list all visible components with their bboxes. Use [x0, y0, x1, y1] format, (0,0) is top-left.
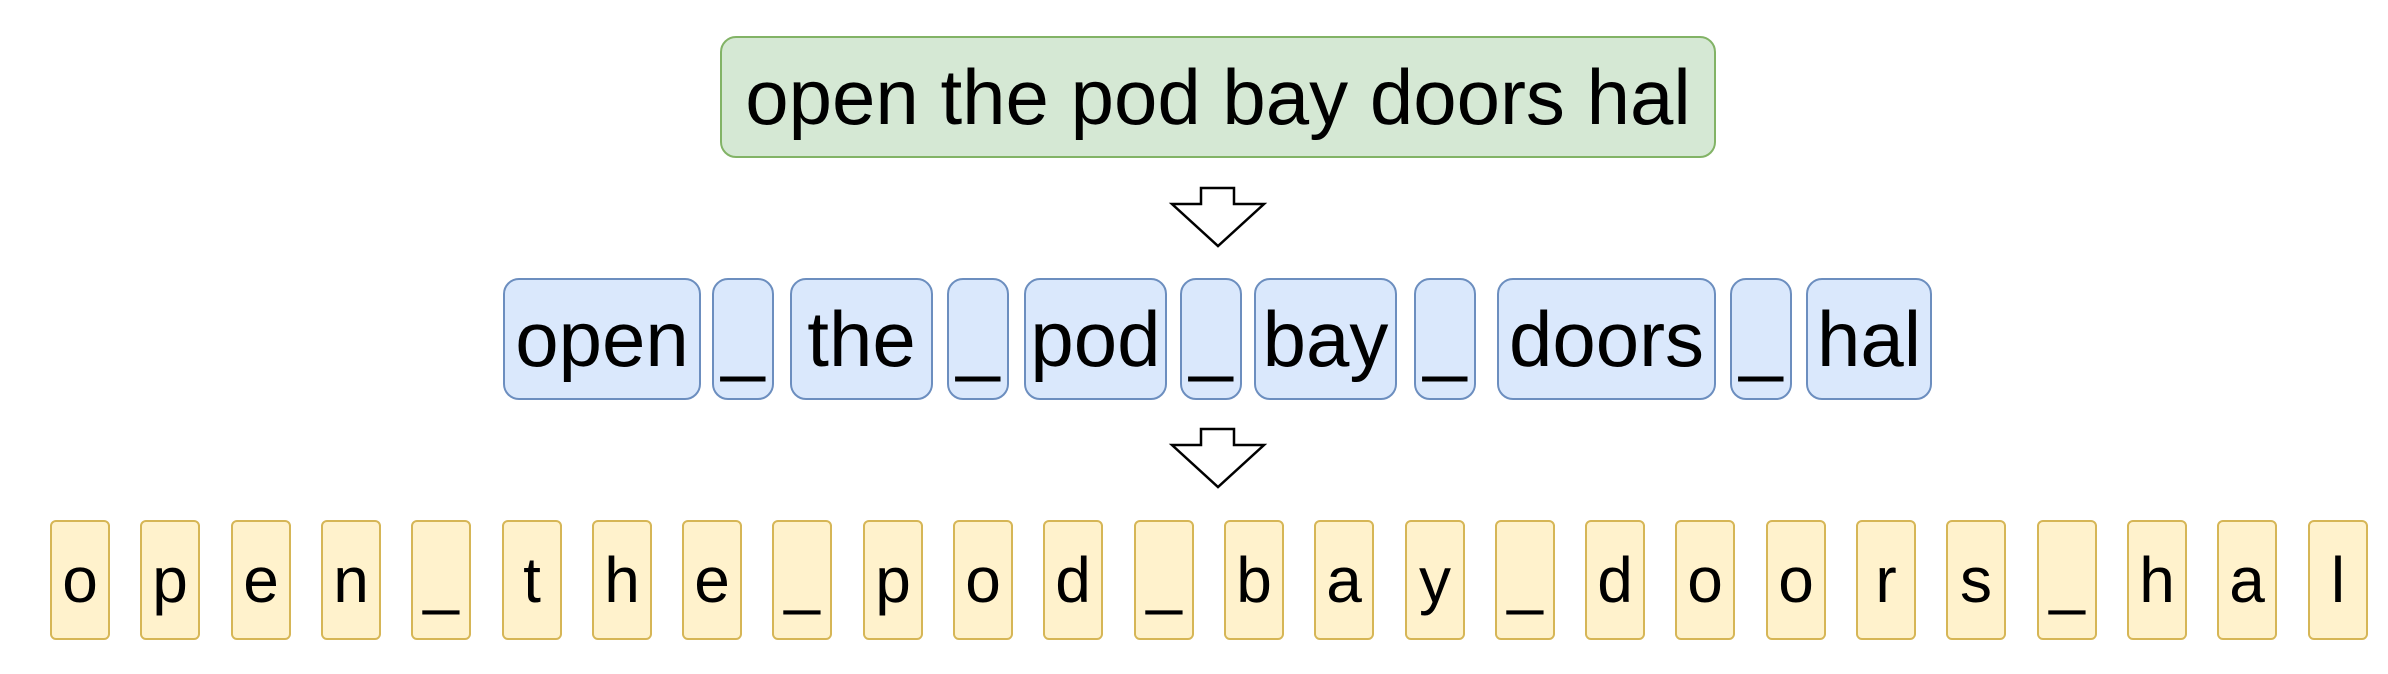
- word-token: _: [712, 278, 774, 400]
- char-token: _: [1495, 520, 1555, 640]
- down-arrow-icon: [1168, 427, 1268, 489]
- char-token-label: b: [1236, 544, 1272, 616]
- word-token: bay: [1254, 278, 1397, 400]
- char-token-label: n: [333, 544, 369, 616]
- char-token-label: _: [2049, 544, 2085, 616]
- char-token-label: t: [523, 544, 541, 616]
- word-token: _: [947, 278, 1009, 400]
- char-token: p: [863, 520, 923, 640]
- char-token-label: a: [2229, 544, 2265, 616]
- char-token: h: [592, 520, 652, 640]
- char-token-label: o: [1778, 544, 1814, 616]
- down-arrow-icon: [1168, 186, 1268, 248]
- char-token-label: o: [1687, 544, 1723, 616]
- char-token: s: [1946, 520, 2006, 640]
- char-token: r: [1856, 520, 1916, 640]
- char-token: t: [502, 520, 562, 640]
- sentence-text: open the pod bay doors hal: [745, 53, 1691, 141]
- char-token: n: [321, 520, 381, 640]
- char-token: _: [772, 520, 832, 640]
- char-token: a: [1314, 520, 1374, 640]
- word-token: doors: [1497, 278, 1716, 400]
- char-token-label: h: [604, 544, 640, 616]
- char-token: o: [1675, 520, 1735, 640]
- char-token-label: l: [2330, 544, 2346, 616]
- char-token-label: e: [694, 544, 730, 616]
- char-token: o: [953, 520, 1013, 640]
- sentence-box: open the pod bay doors hal: [720, 36, 1716, 158]
- char-token: a: [2217, 520, 2277, 640]
- word-token: _: [1730, 278, 1792, 400]
- char-token: l: [2308, 520, 2368, 640]
- word-token: pod: [1024, 278, 1167, 400]
- char-token-label: o: [62, 544, 98, 616]
- word-token: hal: [1806, 278, 1932, 400]
- char-token: b: [1224, 520, 1284, 640]
- word-token: the: [790, 278, 933, 400]
- char-token-label: y: [1419, 544, 1451, 616]
- char-token-label: _: [1507, 544, 1543, 616]
- char-token: _: [1134, 520, 1194, 640]
- char-token: e: [231, 520, 291, 640]
- char-token-label: d: [1055, 544, 1091, 616]
- char-token: y: [1405, 520, 1465, 640]
- char-token-label: e: [243, 544, 279, 616]
- char-token: _: [2037, 520, 2097, 640]
- word-token: open: [503, 278, 701, 400]
- char-token-label: _: [784, 544, 820, 616]
- char-token-label: a: [1326, 544, 1362, 616]
- char-token-label: _: [1146, 544, 1182, 616]
- char-token-label: p: [875, 544, 911, 616]
- char-token-label: o: [965, 544, 1001, 616]
- char-token-label: d: [1597, 544, 1633, 616]
- char-token: o: [50, 520, 110, 640]
- char-token: d: [1585, 520, 1645, 640]
- char-token: e: [682, 520, 742, 640]
- word-token: _: [1414, 278, 1476, 400]
- char-token: d: [1043, 520, 1103, 640]
- char-token-label: s: [1960, 544, 1992, 616]
- char-token-label: h: [2139, 544, 2175, 616]
- char-token: p: [140, 520, 200, 640]
- char-token-label: r: [1875, 544, 1897, 616]
- char-token: _: [411, 520, 471, 640]
- char-token: o: [1766, 520, 1826, 640]
- word-token: _: [1180, 278, 1242, 400]
- char-token-label: _: [423, 544, 459, 616]
- char-token-label: p: [152, 544, 188, 616]
- char-token: h: [2127, 520, 2187, 640]
